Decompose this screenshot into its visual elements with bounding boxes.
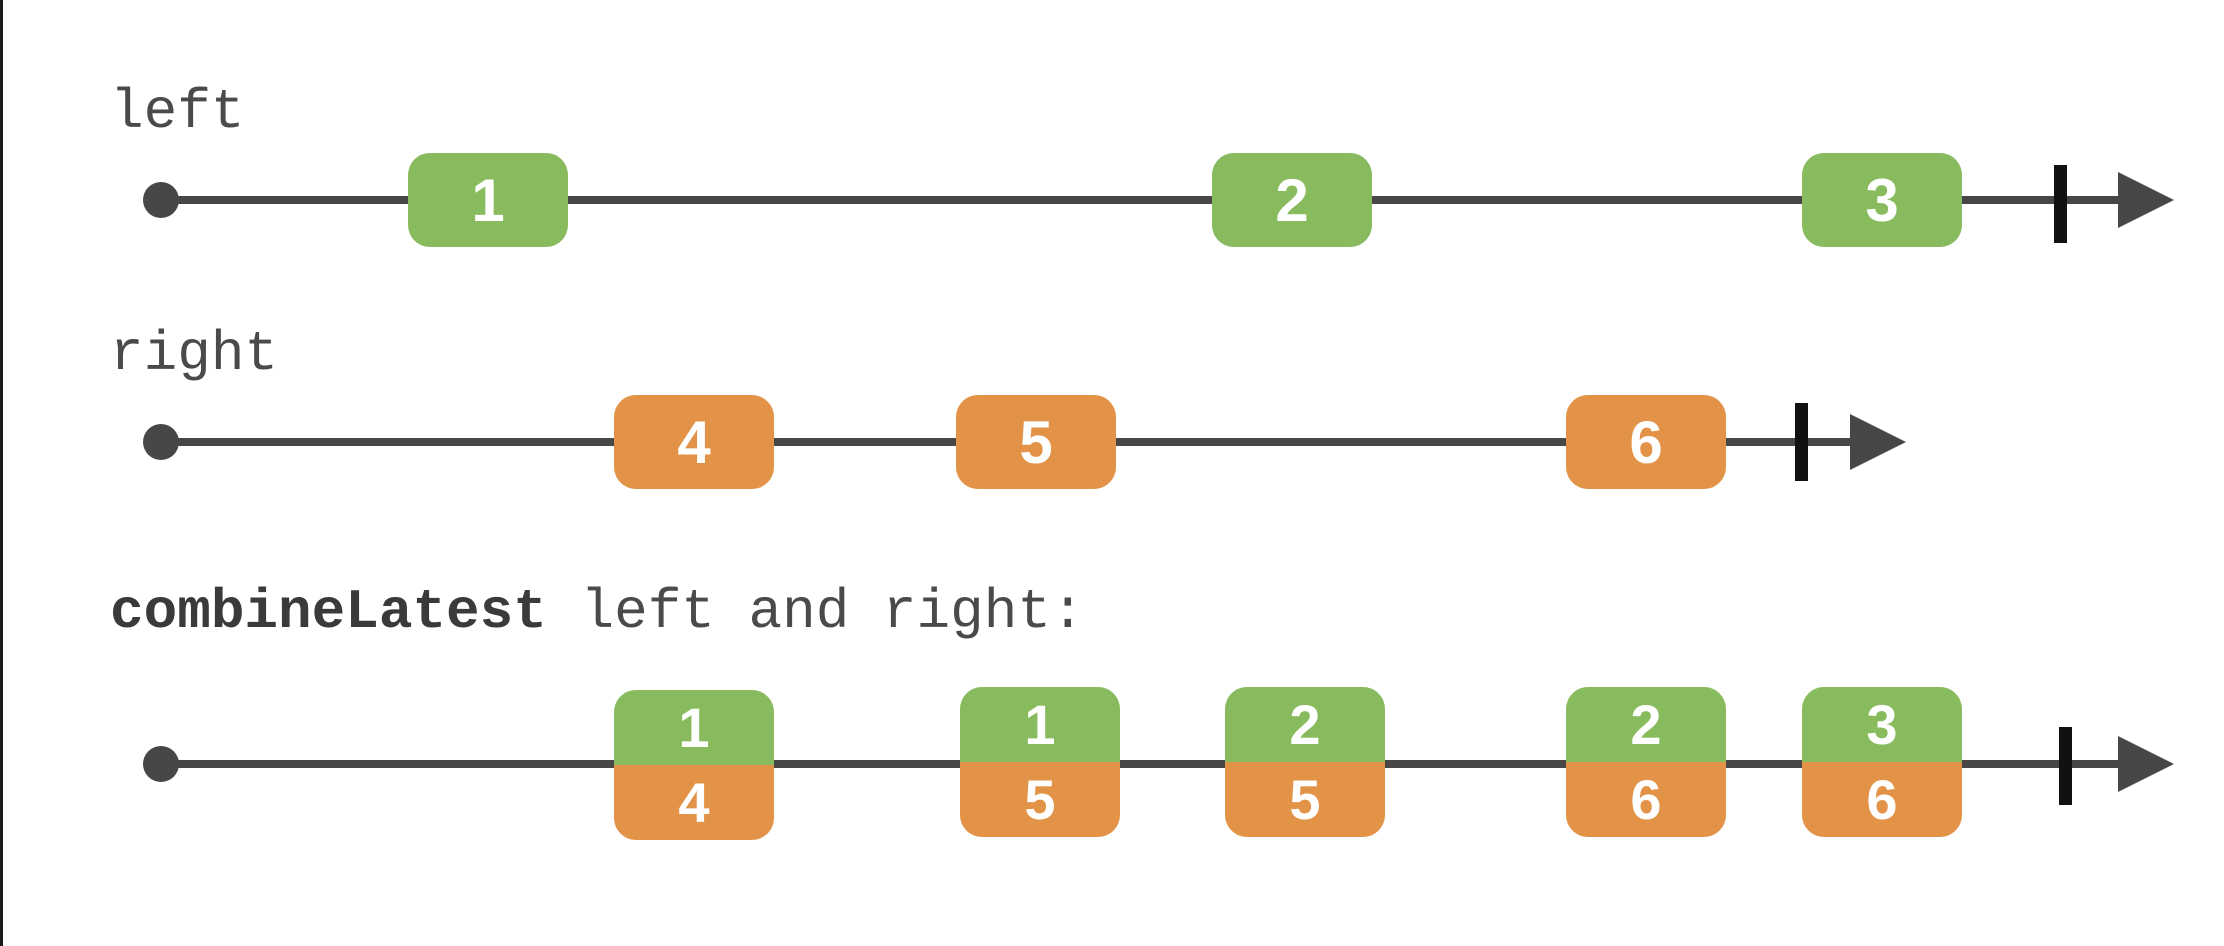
combined-marble-bottom: 6	[1802, 762, 1962, 837]
combined-marble-bottom: 5	[1225, 762, 1385, 837]
combined-marble-top: 1	[960, 687, 1120, 762]
combined-marble-3-6: 3 6	[1802, 687, 1962, 837]
left-completion-bar	[2054, 165, 2067, 243]
left-timeline-line	[160, 196, 2130, 204]
combined-marble-bottom: 5	[960, 762, 1120, 837]
right-timeline: 4 5 6	[0, 382, 2224, 502]
combined-arrow-icon	[2118, 736, 2174, 792]
combined-marble-top: 2	[1225, 687, 1385, 762]
combined-marble-bottom: 6	[1566, 762, 1726, 837]
combined-marble-1-4: 1 4	[614, 690, 774, 840]
right-start-dot	[143, 424, 179, 460]
operator-args: left and right:	[546, 580, 1085, 644]
combined-completion-bar	[2059, 727, 2072, 805]
combined-marble-top: 2	[1566, 687, 1726, 762]
left-timeline: 1 2 3	[0, 140, 2224, 260]
right-stream-label: right	[110, 322, 279, 386]
left-marble-3: 3	[1802, 153, 1962, 247]
combined-marble-2-6: 2 6	[1566, 687, 1726, 837]
combined-start-dot	[143, 746, 179, 782]
left-stream-label: left	[110, 80, 245, 144]
left-arrow-icon	[2118, 172, 2174, 228]
combined-marble-top: 1	[614, 690, 774, 765]
right-arrow-icon	[1850, 414, 1906, 470]
combined-marble-1-5: 1 5	[960, 687, 1120, 837]
left-marble-1: 1	[408, 153, 568, 247]
right-marble-5: 5	[956, 395, 1116, 489]
left-marble-2: 2	[1212, 153, 1372, 247]
right-marble-4: 4	[614, 395, 774, 489]
operator-name: combineLatest	[110, 580, 547, 644]
combined-marble-top: 3	[1802, 687, 1962, 762]
combined-marble-2-5: 2 5	[1225, 687, 1385, 837]
left-start-dot	[143, 182, 179, 218]
right-marble-6: 6	[1566, 395, 1726, 489]
frame-edge	[0, 0, 3, 946]
combined-stream-label: combineLatest left and right:	[110, 584, 1085, 640]
combined-timeline-line	[160, 760, 2130, 768]
combined-marble-bottom: 4	[614, 765, 774, 840]
right-completion-bar	[1795, 403, 1808, 481]
combined-timeline: 1 4 1 5 2 5 2 6 3 6	[0, 687, 2224, 840]
